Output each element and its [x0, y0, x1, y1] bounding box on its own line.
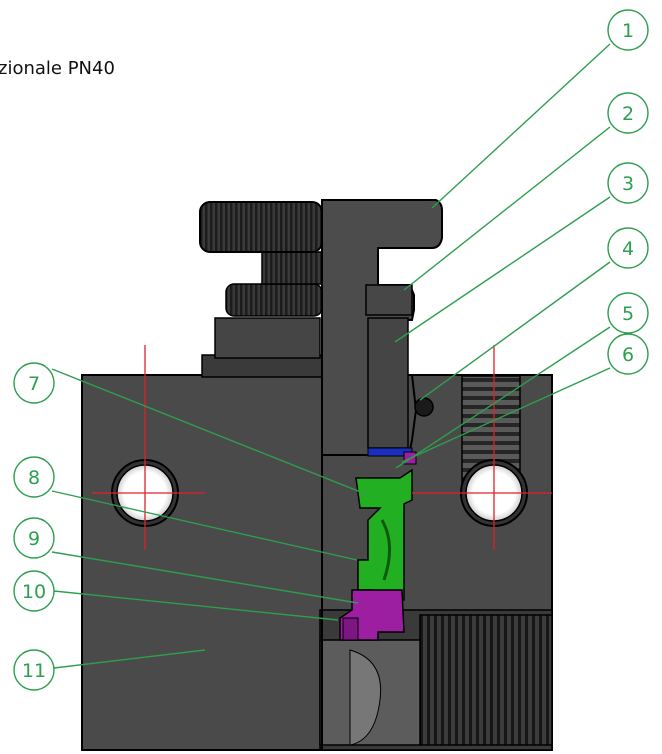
callout-leader-1	[431, 43, 611, 209]
stem-section	[321, 199, 443, 750]
callout-label-8: 8	[28, 467, 40, 489]
callout-9: 9	[13, 517, 359, 604]
handwheel-knob	[199, 201, 323, 253]
callout-8: 8	[13, 456, 358, 561]
callout-1: 1	[431, 9, 649, 209]
callout-label-6: 6	[622, 344, 634, 366]
callout-11: 11	[13, 649, 206, 691]
callout-leader-7	[51, 368, 369, 496]
callout-circle-4	[607, 227, 649, 269]
callout-circle-3	[607, 162, 649, 204]
callout-label-4: 4	[622, 238, 634, 260]
callout-leader-10	[53, 590, 339, 621]
callout-5: 5	[395, 292, 649, 469]
callout-6: 6	[401, 333, 649, 463]
internal-parts	[339, 447, 417, 641]
callout-leader-11	[53, 649, 206, 669]
callout-2: 2	[403, 92, 649, 291]
callout-label-9: 9	[28, 528, 40, 550]
callout-leader-3	[394, 196, 611, 343]
callout-10: 10	[13, 570, 339, 621]
callout-leader-5	[395, 326, 611, 469]
callout-3: 3	[394, 162, 649, 343]
callout-label-3: 3	[622, 173, 634, 195]
callout-label-5: 5	[622, 303, 634, 325]
callout-circle-2	[607, 92, 649, 134]
callout-leader-2	[403, 126, 611, 291]
callout-circle-5	[607, 292, 649, 334]
callout-label-10: 10	[22, 581, 46, 603]
valve-body	[81, 374, 553, 751]
callout-label-1: 1	[622, 20, 634, 42]
callout-circle-8	[13, 456, 55, 498]
part-callouts: 1 2 3 4 5 6 7 8 9 10 11	[13, 9, 649, 691]
callout-label-7: 7	[28, 373, 40, 395]
drawing-title: zionale PN40	[0, 58, 115, 79]
bonnet-nut	[201, 251, 323, 378]
callout-4: 4	[419, 227, 649, 401]
callout-label-11: 11	[22, 660, 46, 682]
o-ring-upper	[414, 397, 434, 417]
callout-circle-10	[13, 570, 55, 612]
callout-7: 7	[13, 362, 369, 496]
callout-label-2: 2	[622, 103, 634, 125]
center-crosshairs	[92, 345, 552, 550]
callout-circle-1	[607, 9, 649, 51]
callout-circle-11	[13, 649, 55, 691]
callout-leader-8	[51, 490, 358, 561]
callout-circle-9	[13, 517, 55, 559]
callout-leader-4	[419, 261, 611, 401]
callout-leader-6	[401, 367, 611, 463]
callout-leader-9	[51, 551, 359, 604]
callout-circle-7	[13, 362, 55, 404]
callout-circle-6	[607, 333, 649, 375]
